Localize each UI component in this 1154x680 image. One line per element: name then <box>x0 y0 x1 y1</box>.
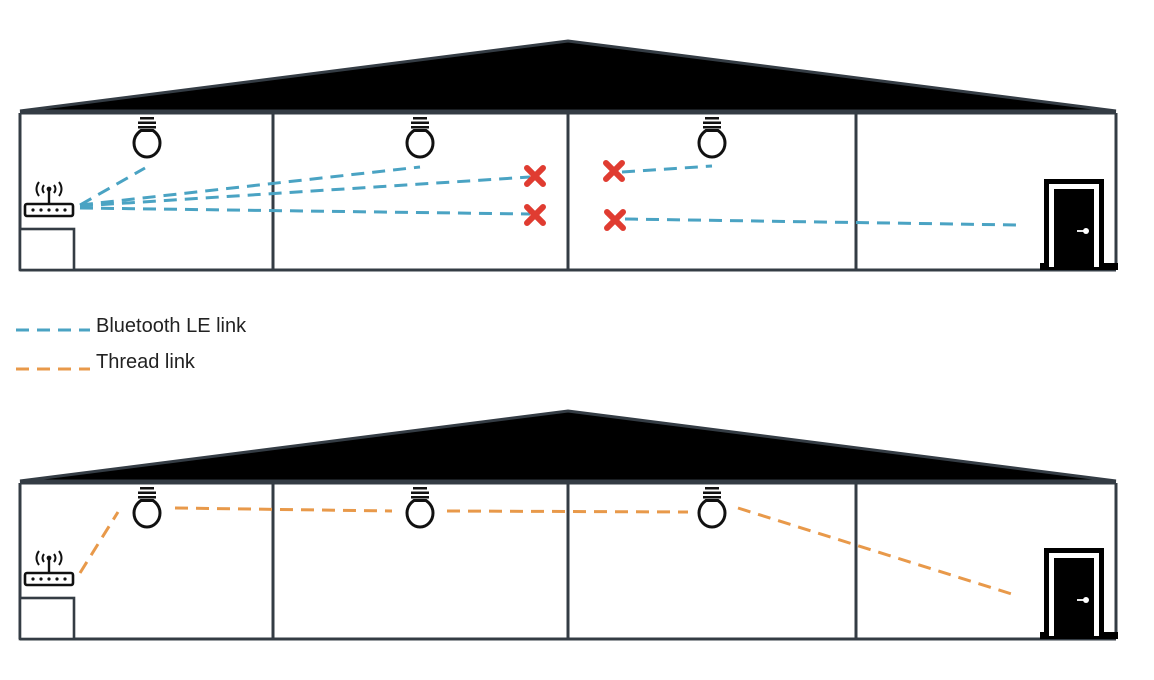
router-icon <box>23 180 75 218</box>
ble-link <box>624 217 1019 227</box>
light-bulb-icon <box>132 485 162 529</box>
door-icon <box>1039 547 1119 640</box>
ble-link <box>79 206 531 216</box>
house-bluetooth <box>18 39 1119 272</box>
legend-label-ble: Bluetooth LE link <box>96 315 247 337</box>
router-icon <box>23 549 75 587</box>
ble-link <box>621 164 713 174</box>
ble-link <box>79 166 146 207</box>
ble-links <box>79 164 1019 227</box>
thread-links <box>78 506 1019 598</box>
legend <box>16 328 90 371</box>
legend-label-thread: Thread link <box>96 351 195 373</box>
light-bulb-icon <box>405 115 435 159</box>
door-icon <box>1039 178 1119 271</box>
roof <box>19 39 1117 113</box>
roof <box>19 409 1117 483</box>
thread-link <box>737 506 1019 598</box>
house-thread <box>18 409 1119 641</box>
failed-link-icon <box>607 212 623 228</box>
thread-link <box>446 509 689 514</box>
light-bulb-icon <box>697 485 727 529</box>
thread-link <box>174 506 393 513</box>
ble-link <box>79 175 531 208</box>
router-table <box>18 596 76 641</box>
light-bulb-icon <box>405 485 435 529</box>
light-bulb-icon <box>132 115 162 159</box>
ble-link <box>79 165 421 207</box>
failed-link-icon <box>606 163 622 179</box>
router-table <box>18 227 76 272</box>
light-bulb-icon <box>697 115 727 159</box>
thread-link <box>78 511 120 574</box>
